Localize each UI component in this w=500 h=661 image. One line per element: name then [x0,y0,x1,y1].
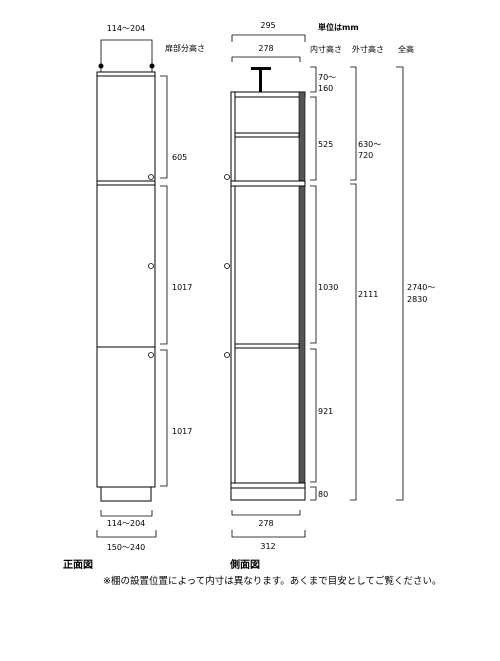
side-front-edge [230,91,236,501]
col-total-header: 全高 [398,44,414,54]
footnote: ※棚の設置位置によって内寸は異なります。あくまで目安としてご覧ください。 [103,575,441,587]
side-total-dim [396,66,404,501]
front-knob-middle [148,263,154,269]
side-shelf-fixed [230,180,306,187]
front-shelf-divider [96,180,156,186]
front-door-height-2: 1017 [172,283,192,292]
front-top-width-label: 114〜204 [107,24,146,33]
side-inner-height-2: 525 [318,140,333,149]
front-base [100,486,152,502]
side-top-outer-depth: 295 [260,21,275,30]
side-inner-dim-1 [310,66,317,93]
front-top-width-bracket [100,39,153,64]
side-total-height: 2740〜 [407,283,435,292]
side-shelf-mid [234,343,300,349]
col-inner-header: 内寸高さ [310,44,342,54]
side-bottom-inner-depth: 278 [258,519,273,528]
front-top-board [96,71,156,77]
front-bottom-inner-bracket [100,510,153,517]
front-door-middle [96,184,156,348]
front-door-dim-1 [160,75,168,179]
front-door-lower [96,346,156,488]
front-knob-upper [148,174,154,180]
front-bottom-outer-bracket [96,530,157,538]
front-right-bolt-head [149,63,155,69]
front-door-dim-2 [160,185,168,345]
side-inner-height-3: 1030 [318,283,338,292]
front-knob-lower [148,352,154,358]
side-back-panel [298,91,306,501]
front-bottom-inner-width: 114〜204 [107,519,146,528]
side-inner-dim-3 [310,185,317,344]
side-outer-lower: 2111 [358,290,378,299]
side-bottom-inner-bracket [231,510,301,516]
side-top-board [230,91,306,98]
side-adjuster-bar [251,67,271,70]
side-shelf-upper [234,132,300,138]
col-outer-header: 外寸高さ [352,44,384,54]
front-door-height-3: 1017 [172,427,192,436]
front-door-upper [96,75,156,182]
side-inner-dim-4 [310,348,317,483]
side-outer-depth-bracket [231,34,306,42]
front-view: 114〜204 扉部分高さ 605 1017 1017 114〜204 150〜… [63,24,205,571]
side-bottom-outer-depth: 312 [260,542,275,551]
side-inner-depth-bracket [231,56,301,62]
side-inner-height-4: 921 [318,407,333,416]
side-inner-height-1b: 160 [318,84,333,93]
front-door-dim-3 [160,349,168,487]
front-left-bolt-head [98,63,104,69]
side-inner-dim-2 [310,96,317,181]
front-door-height-1: 605 [172,153,187,162]
unit-label: 単位はmm [318,22,359,32]
side-knob-middle [224,263,230,269]
side-knob-upper [224,174,230,180]
side-bottom-board [230,482,306,489]
side-inner-dim-5 [310,486,317,501]
side-base [230,487,306,501]
side-outer-dim-lower [350,183,357,501]
front-door-height-header: 扉部分高さ [165,43,205,53]
side-bottom-outer-bracket [231,530,306,538]
side-knob-lower [224,352,230,358]
front-view-label: 正面図 [63,559,93,571]
side-view-label: 側面図 [229,558,260,571]
side-adjuster-post [259,70,262,92]
side-outer-upper: 630〜 [358,140,381,149]
front-bottom-outer-width: 150〜240 [107,543,146,552]
side-outer-dim-upper [350,66,357,181]
side-top-inner-depth: 278 [258,44,273,53]
side-total-height-b: 2830 [407,295,427,304]
side-inner-height-5: 80 [318,490,328,499]
side-view: 295 278 70〜 160 525 1030 921 80 630〜 [224,21,435,571]
side-outer-upper-b: 720 [358,151,373,160]
side-inner-height-1: 70〜 [318,73,336,82]
